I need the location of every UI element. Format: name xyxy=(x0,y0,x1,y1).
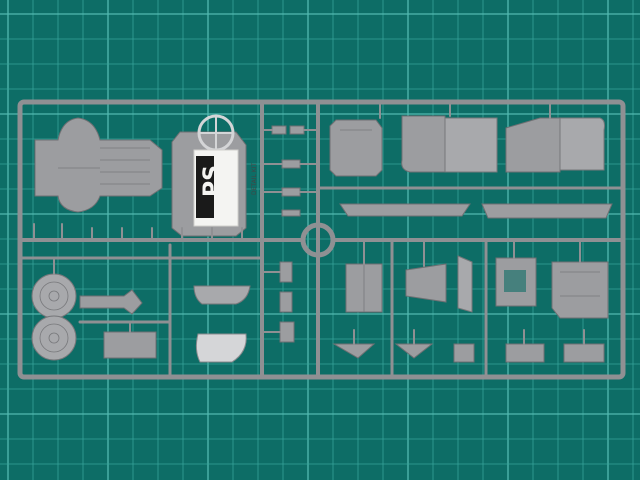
decal-letters: PS xyxy=(200,165,225,197)
sprue-ring xyxy=(300,222,336,258)
armor-panel-left xyxy=(329,119,383,177)
decal-sheet: PS DETAIL KIT xyxy=(193,149,258,227)
small-box-part xyxy=(103,331,157,359)
curved-plates xyxy=(193,285,251,363)
road-wheels xyxy=(31,273,77,361)
hull-top-part xyxy=(34,117,163,213)
sprue-gates xyxy=(33,101,585,345)
sprue-frame xyxy=(17,99,626,380)
bracket-arrow-part xyxy=(79,289,143,315)
fender-part-right xyxy=(505,117,605,173)
lower-right-parts xyxy=(332,255,609,363)
decal-small-text: DETAIL KIT xyxy=(251,163,258,195)
fender-part-left xyxy=(401,115,498,173)
small-parts-middle xyxy=(271,125,305,343)
track-guard-strips xyxy=(339,203,613,219)
